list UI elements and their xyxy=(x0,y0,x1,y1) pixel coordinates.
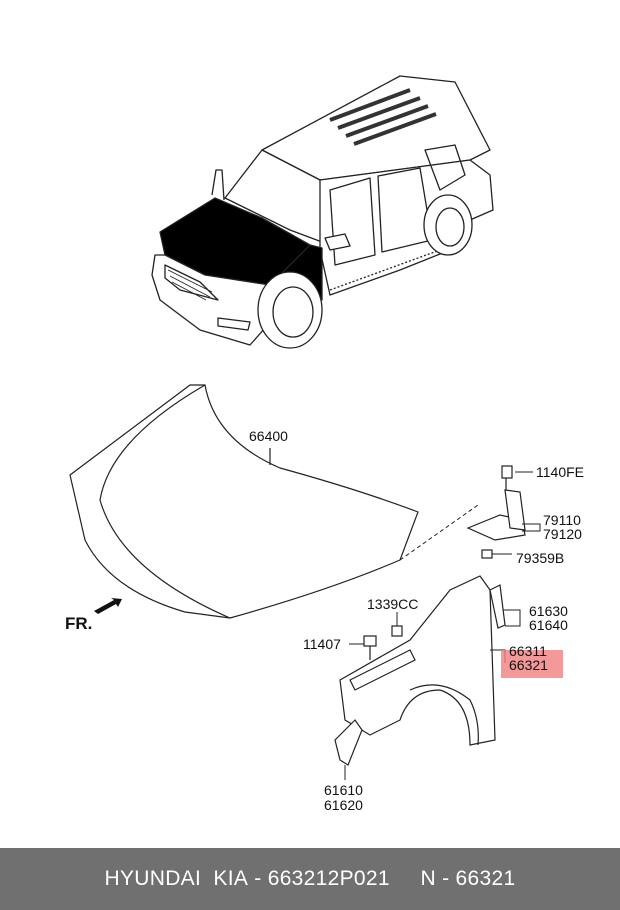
label-hinge-a: 79110 xyxy=(543,512,581,528)
label-bracket-b: 61620 xyxy=(324,797,363,813)
clip-icon xyxy=(391,625,403,637)
parts-diagram: 66400 1140FE 79110 79120 79359B 1339CC 1… xyxy=(65,75,584,813)
label-seal-b: 61640 xyxy=(529,617,568,633)
label-bolt-top: 1140FE xyxy=(536,464,584,480)
label-fender-b: 66321 xyxy=(509,657,548,673)
front-fender xyxy=(339,575,496,746)
footer-separator: - xyxy=(248,867,268,890)
fender-seal xyxy=(489,584,506,629)
hood-panel xyxy=(69,384,419,619)
footer-brand: HYUNDAI KIA xyxy=(104,867,249,890)
target-part-highlight xyxy=(501,650,563,678)
label-bolt-side: 11407 xyxy=(303,636,341,652)
label-fender-a: 66311 xyxy=(509,643,547,659)
hood-hinge xyxy=(466,465,526,559)
label-bracket-a: 61610 xyxy=(324,782,363,798)
part-number-footer: HYUNDAI KIA - 663212P021 N - 66321 xyxy=(0,848,620,910)
label-hinge-b: 79120 xyxy=(543,526,582,542)
fender-bracket xyxy=(334,719,363,766)
hood-dashed-line xyxy=(399,504,479,561)
front-direction-label: FR. xyxy=(65,614,92,633)
footer-gap xyxy=(390,867,421,891)
front-direction-arrow-icon xyxy=(94,598,122,614)
footer-ref: N - 66321 xyxy=(420,867,516,890)
label-clip: 1339CC xyxy=(367,596,418,612)
vehicle-illustration xyxy=(151,75,494,349)
label-seal-a: 61630 xyxy=(529,603,568,619)
label-hood: 66400 xyxy=(249,428,288,444)
label-hinge-bolt: 79359B xyxy=(516,550,564,566)
side-bolt-icon xyxy=(363,635,377,660)
footer-part-number: 663212P021 xyxy=(267,867,390,890)
